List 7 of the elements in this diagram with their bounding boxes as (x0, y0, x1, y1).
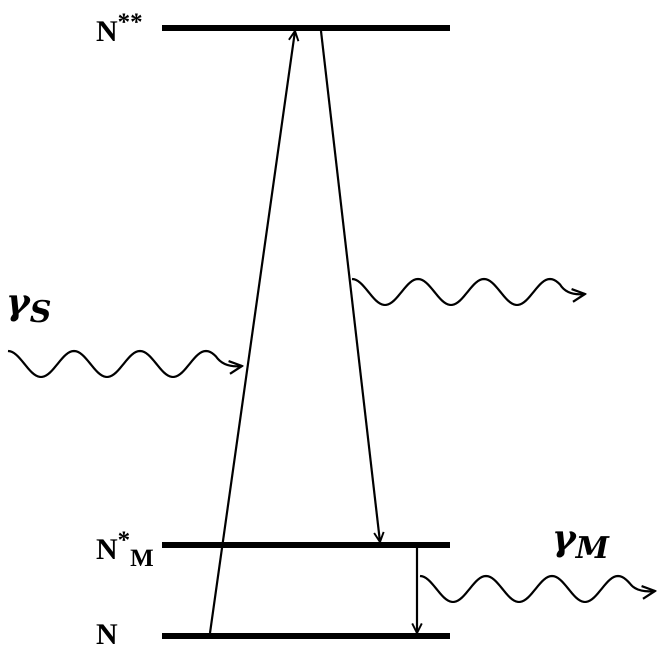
level-label: N$^{**}$ (96, 10, 143, 47)
transition-arrow (411, 548, 423, 634)
photon-label: γ$_{M}$ (552, 520, 609, 564)
transition-arrow (320, 30, 385, 543)
photon-label: γ$_{S}$ (6, 284, 52, 328)
transition-arrow (208, 30, 300, 634)
level-label: N (96, 620, 118, 650)
